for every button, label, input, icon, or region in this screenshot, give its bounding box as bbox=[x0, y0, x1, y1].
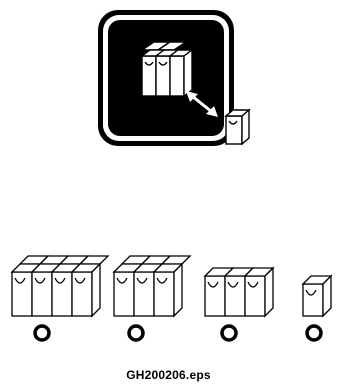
module-group-3 bbox=[205, 268, 273, 316]
single-module-icon bbox=[226, 110, 249, 144]
marker-circle-4 bbox=[307, 326, 321, 340]
marker-circle-2 bbox=[129, 326, 143, 340]
figure-caption: GH200206.eps bbox=[0, 368, 337, 382]
module-groups bbox=[12, 256, 331, 340]
marker-circle-3 bbox=[222, 326, 236, 340]
module-group-icon bbox=[142, 42, 192, 96]
module-group-2 bbox=[114, 256, 190, 316]
module-swap-icon bbox=[98, 10, 249, 146]
marker-circle-1 bbox=[35, 326, 49, 340]
module-group-1 bbox=[12, 256, 108, 316]
module-group-4 bbox=[303, 276, 331, 316]
